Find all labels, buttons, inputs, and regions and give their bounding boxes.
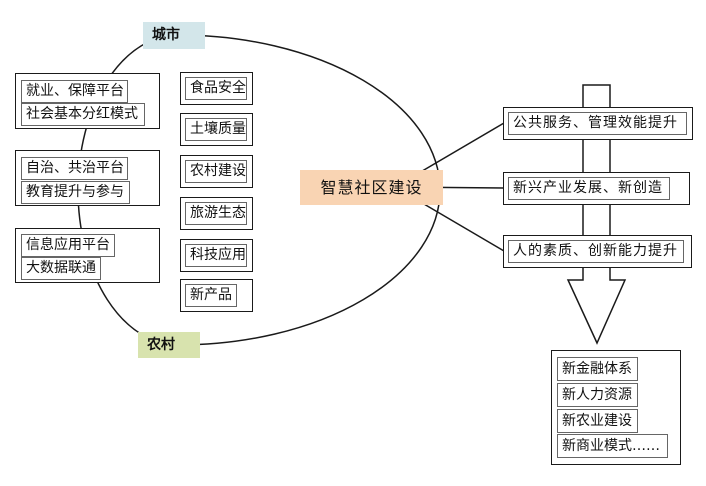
city-label: 城市: [143, 22, 205, 49]
middle-item-label: 农村建设: [185, 160, 247, 183]
middle-item-label: 食品安全: [185, 77, 247, 100]
outcome-item: 新金融体系: [557, 357, 638, 381]
left-group-item: 自治、共治平台: [21, 157, 128, 180]
outcome-item: 新商业模式……: [557, 434, 668, 458]
left-group-1: 就业、保障平台 社会基本分红模式: [15, 73, 160, 129]
left-group-item: 就业、保障平台: [21, 80, 128, 103]
rural-label: 农村: [138, 332, 200, 358]
right-item-1: 公共服务、管理效能提升: [503, 107, 693, 140]
left-group-3: 信息应用平台 大数据联通: [15, 228, 160, 283]
left-group-item: 信息应用平台: [21, 234, 115, 257]
middle-item-label: 旅游生态: [185, 202, 247, 225]
left-group-item: 教育提升与参与: [21, 181, 130, 204]
middle-item-label: 新产品: [185, 284, 237, 307]
city-rural-oval: [77, 34, 441, 346]
left-group-item: 社会基本分红模式: [21, 103, 145, 126]
outcome-item: 新农业建设: [557, 409, 638, 433]
right-item-label: 新兴产业发展、新创造: [508, 177, 670, 200]
left-group-item: 大数据联通: [21, 257, 101, 280]
middle-item-6: 新产品: [180, 279, 253, 312]
middle-item-label: 科技应用: [185, 244, 247, 267]
middle-item-label: 土壤质量: [185, 118, 247, 141]
middle-item-4: 旅游生态: [180, 197, 253, 230]
middle-item-1: 食品安全: [180, 72, 253, 105]
right-item-label: 人的素质、创新能力提升: [508, 240, 684, 263]
middle-item-2: 土壤质量: [180, 113, 253, 146]
right-item-2: 新兴产业发展、新创造: [503, 172, 690, 205]
right-item-label: 公共服务、管理效能提升: [508, 112, 687, 135]
center-box: 智慧社区建设: [300, 170, 443, 205]
middle-item-3: 农村建设: [180, 155, 253, 188]
left-group-2: 自治、共治平台 教育提升与参与: [15, 150, 160, 206]
right-item-3: 人的素质、创新能力提升: [503, 235, 692, 268]
middle-item-5: 科技应用: [180, 239, 253, 272]
outcomes-box: 新金融体系 新人力资源 新农业建设 新商业模式……: [551, 350, 681, 465]
outcome-item: 新人力资源: [557, 383, 638, 407]
